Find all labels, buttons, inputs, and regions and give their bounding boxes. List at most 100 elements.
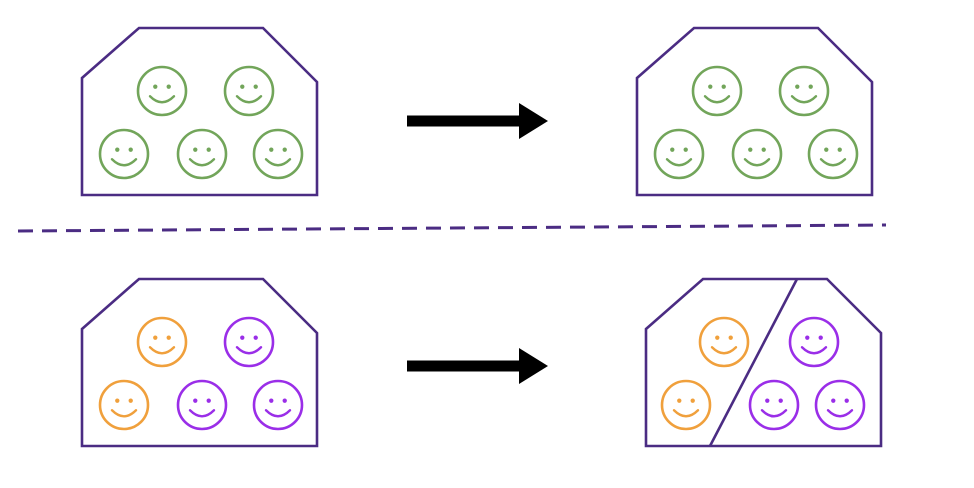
face-mouth <box>760 409 788 418</box>
face-eye-right <box>683 147 688 152</box>
face-mouth <box>790 95 818 104</box>
face-eye-left <box>115 147 120 152</box>
smiley-face-icon <box>698 316 750 368</box>
face-eye-right <box>728 335 733 340</box>
face-eye-right <box>808 84 813 89</box>
face-eye-right <box>818 335 823 340</box>
face-mouth <box>264 158 292 167</box>
smiley-face-icon <box>223 316 275 368</box>
smiley-face-icon <box>252 128 304 180</box>
face-eye-left <box>824 147 829 152</box>
smiley-face-icon <box>660 379 712 431</box>
smiley-face-icon <box>98 379 150 431</box>
group-before <box>80 26 319 197</box>
face-eye-left <box>269 398 274 403</box>
face-outline <box>98 379 150 431</box>
smiley-face-icon <box>176 128 228 180</box>
smiley-face-icon <box>98 128 150 180</box>
face-mouth <box>710 346 738 355</box>
face-mouth <box>819 158 847 167</box>
smiley-face-icon <box>136 65 188 117</box>
face-eye-left <box>805 335 810 340</box>
face-outline <box>698 316 750 368</box>
arrow-shaft <box>407 115 521 127</box>
face-mouth <box>235 95 263 104</box>
smiley-face-icon <box>748 379 800 431</box>
face-outline <box>98 128 150 180</box>
face-eye-left <box>715 335 720 340</box>
face-eye-left <box>240 84 245 89</box>
face-mouth <box>188 158 216 167</box>
face-mouth <box>235 346 263 355</box>
smiley-face-icon <box>778 65 830 117</box>
face-mouth <box>110 158 138 167</box>
smiley-face-icon <box>176 379 228 431</box>
face-outline <box>223 65 275 117</box>
face-mouth <box>665 158 693 167</box>
container-outline <box>80 277 319 448</box>
face-outline <box>731 128 783 180</box>
face-outline <box>788 316 840 368</box>
face-eye-right <box>253 84 258 89</box>
smiley-face-icon <box>252 379 304 431</box>
face-outline <box>814 379 866 431</box>
smiley-face-icon <box>731 128 783 180</box>
face-outline <box>653 128 705 180</box>
right-arrow-icon <box>407 103 548 139</box>
face-eye-right <box>166 84 171 89</box>
face-eye-left <box>269 147 274 152</box>
face-eye-left <box>153 84 158 89</box>
face-outline <box>176 128 228 180</box>
face-outline <box>748 379 800 431</box>
face-eye-right <box>721 84 726 89</box>
face-eye-left <box>193 398 198 403</box>
face-eye-right <box>778 398 783 403</box>
face-eye-left <box>193 147 198 152</box>
face-eye-left <box>677 398 682 403</box>
face-eye-left <box>795 84 800 89</box>
face-eye-right <box>837 147 842 152</box>
container-outline <box>635 26 874 197</box>
face-eye-right <box>128 398 133 403</box>
smiley-face-icon <box>807 128 859 180</box>
face-mouth <box>148 346 176 355</box>
face-eye-right <box>128 147 133 152</box>
face-eye-left <box>153 335 158 340</box>
face-outline <box>223 316 275 368</box>
face-outline <box>660 379 712 431</box>
container-outline <box>644 277 883 448</box>
group-before <box>80 277 319 448</box>
dashed-divider <box>17 223 887 233</box>
face-mouth <box>148 95 176 104</box>
face-eye-left <box>670 147 675 152</box>
face-eye-left <box>115 398 120 403</box>
face-eye-right <box>206 398 211 403</box>
smiley-face-icon <box>814 379 866 431</box>
smiley-face-icon <box>136 316 188 368</box>
face-mouth <box>672 409 700 418</box>
face-eye-left <box>765 398 770 403</box>
face-outline <box>252 128 304 180</box>
smiley-face-icon <box>653 128 705 180</box>
split-line <box>708 278 799 447</box>
smiley-face-icon <box>223 65 275 117</box>
face-eye-right <box>166 335 171 340</box>
face-outline <box>252 379 304 431</box>
face-mouth <box>800 346 828 355</box>
right-arrow-icon <box>407 348 548 384</box>
face-eye-left <box>831 398 836 403</box>
row-top <box>80 26 874 197</box>
face-eye-right <box>206 147 211 152</box>
face-outline <box>176 379 228 431</box>
face-eye-right <box>844 398 849 403</box>
face-eye-left <box>748 147 753 152</box>
face-mouth <box>110 409 138 418</box>
face-outline <box>778 65 830 117</box>
face-mouth <box>743 158 771 167</box>
face-outline <box>807 128 859 180</box>
face-outline <box>136 316 188 368</box>
smiley-face-icon <box>691 65 743 117</box>
face-eye-right <box>282 398 287 403</box>
